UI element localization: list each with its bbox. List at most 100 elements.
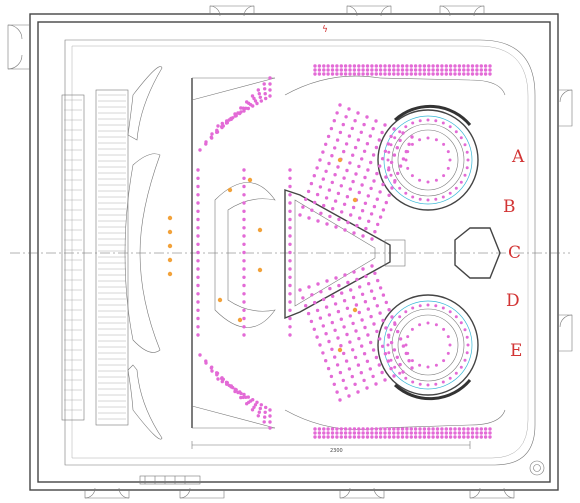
seat [326,366,331,371]
seat [288,316,292,321]
seat [400,431,405,435]
seat [370,431,374,435]
seat [483,68,488,72]
seat [333,146,337,150]
seat [442,327,446,331]
seat [242,308,246,312]
seat [427,427,431,431]
seat [204,140,208,144]
seat [331,294,335,298]
seat [410,142,414,146]
seat [351,179,355,184]
seat [431,72,435,76]
seat [316,219,320,223]
seat [374,68,378,72]
seat [322,203,326,208]
inner-wall [37,21,551,483]
seat [336,165,340,169]
seat [440,431,444,435]
seat [262,82,266,86]
seat [309,319,314,324]
bottom-vent [139,475,201,485]
seat [441,195,445,199]
seat [353,382,357,386]
seat [288,292,292,296]
seat [374,145,379,150]
seat [268,94,272,98]
seat [365,386,369,390]
seat [242,226,246,230]
seat [330,435,335,439]
seat [404,376,408,380]
seat [331,207,335,211]
seat [242,109,246,113]
seat [470,72,475,76]
seat [435,431,440,435]
seat [454,130,458,134]
seat [418,119,422,123]
seat [339,72,343,76]
seat [196,259,200,263]
seat [372,179,376,183]
seat [336,191,341,196]
seat [383,435,387,439]
seat [444,427,448,431]
seat [352,435,357,439]
seat [216,124,220,128]
seat [441,306,445,310]
seat [229,385,233,389]
seat [375,329,379,334]
stage-light [167,229,173,235]
seat [288,283,292,288]
seat [371,126,375,131]
stage-lights [167,157,358,353]
seat [366,168,370,172]
seat [431,64,435,68]
stage-light [352,307,358,313]
seat [268,414,272,418]
seat [339,317,343,321]
seat [479,435,483,439]
seat [310,208,314,212]
seat [242,259,246,263]
seat [368,134,372,138]
seat [344,115,348,119]
seat [466,64,470,68]
seat [453,68,457,72]
seat [239,395,243,400]
seat [343,72,348,76]
seat [373,271,377,275]
seat [357,431,361,435]
seat [335,435,339,439]
seat [256,88,260,92]
seat [453,72,457,76]
seat [365,359,370,363]
seat [324,196,329,200]
seat [362,122,366,127]
seat [354,329,358,333]
seat [210,132,214,136]
seat [387,72,392,76]
seat [365,435,370,439]
seat [354,303,359,307]
seat [242,242,246,246]
seat [411,380,415,384]
zone-label: A [511,147,525,167]
seat [409,431,413,435]
seat [426,198,430,202]
seat [319,211,323,215]
seat [242,275,246,279]
seat [288,201,292,205]
seat [196,283,200,288]
seat [422,435,427,439]
seat [398,186,402,190]
seat [465,150,469,154]
seat [448,191,452,195]
seat [196,234,200,238]
seat [262,420,266,424]
seat [463,328,467,332]
outer-wall [29,13,559,491]
seat [406,166,410,170]
seat [370,72,374,76]
seat [370,435,374,439]
